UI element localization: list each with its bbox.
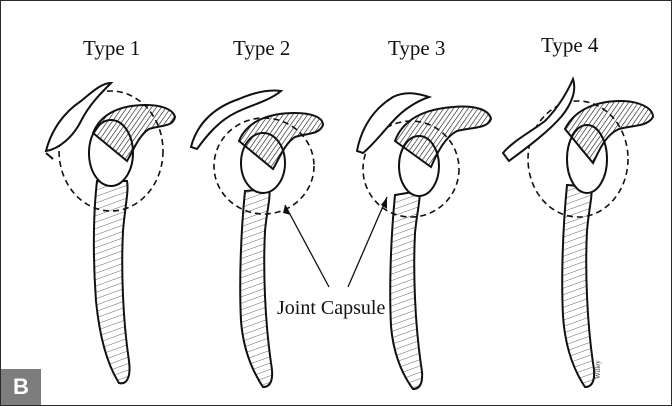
acromion-type-4	[503, 79, 574, 161]
scapula-blade-type-3	[390, 191, 422, 389]
pointer-line-type-3	[348, 197, 387, 287]
scapula-blade-type-1	[94, 181, 130, 383]
pointer-line-type-2	[285, 205, 329, 287]
scapula-type-1	[46, 83, 175, 383]
scapula-blade-type-2	[240, 189, 272, 387]
scapula-type-3	[357, 93, 491, 389]
joint-capsule-label: Joint Capsule	[277, 297, 385, 320]
illustrator-signature: Willey	[594, 360, 602, 379]
scapula-blade-type-4	[562, 185, 594, 387]
panel-label-badge: B	[1, 369, 41, 405]
scapula-type-4	[503, 79, 653, 387]
